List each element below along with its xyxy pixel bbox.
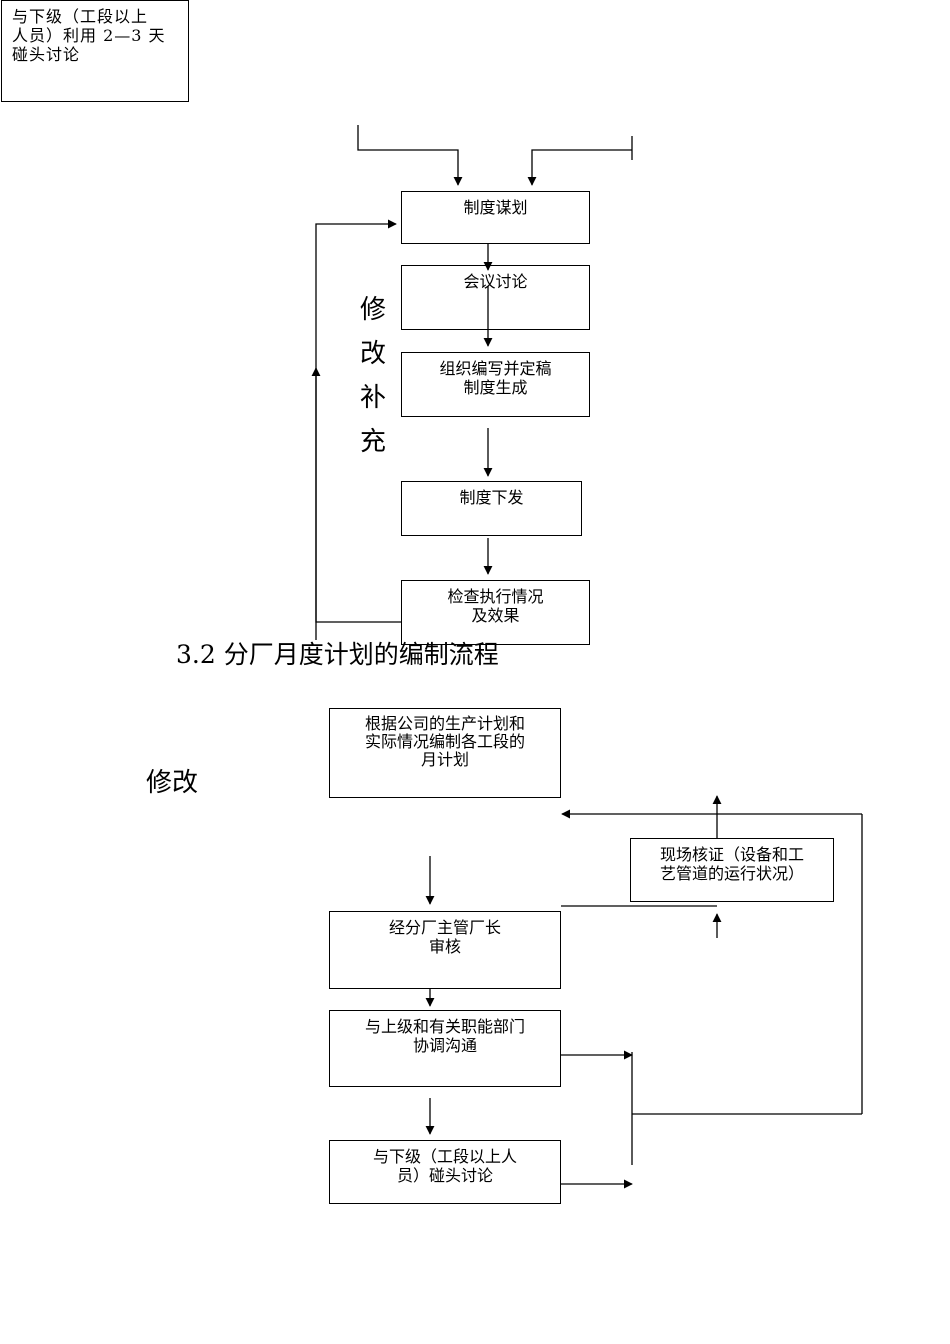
flow1-step-check-line-2: 及效果 — [471, 606, 520, 625]
loop-label-char-3: 补 — [359, 383, 386, 413]
flow2-step-plan-line-1: 根据公司的生产计划和 — [364, 714, 525, 733]
loop-label-char-2: 改 — [359, 339, 386, 369]
flow1-step-draft-line-2: 制度生成 — [463, 378, 528, 397]
flow2-step-review-line-1: 经分厂主管厂长 — [388, 918, 501, 937]
flow1-step-draft: 组织编写并定稿 制度生成 — [401, 352, 590, 417]
flow1-step-check-line-1: 检查执行情况 — [447, 587, 544, 606]
flow2-verify-line-1: 现场核证（设备和工 — [659, 845, 804, 864]
flow2-step-plan-line-2: 实际情况编制各工段的 — [364, 732, 525, 751]
feedback-loop-return-arrow — [315, 219, 397, 640]
flow2-step-plan-line-3: 月计划 — [420, 750, 469, 769]
loop-label-char-4: 充 — [359, 427, 386, 457]
flow1-step-meeting: 会议讨论 — [401, 265, 590, 330]
flow2-step-discuss-line-1: 与下级（工段以上人 — [372, 1147, 517, 1166]
flow2-step-coordinate: 与上级和有关职能部门 协调沟通 — [329, 1010, 561, 1087]
flow1-step-plan: 制度谋划 — [401, 191, 590, 244]
flow2-step-plan: 根据公司的生产计划和 实际情况编制各工段的 月计划 — [329, 708, 561, 798]
top-note-line-2: 人员）利用 2—3 天 — [12, 26, 166, 45]
top-note-line-3: 碰头讨论 — [12, 45, 81, 64]
section-heading: 3.2 分厂月度计划的编制流程 — [176, 640, 499, 669]
top-note-box: 与下级（工段以上 人员）利用 2—3 天 碰头讨论 — [1, 0, 189, 102]
flow1-step-plan-label: 制度谋划 — [463, 198, 528, 217]
flow2-step-discuss-line-2: 员）碰头讨论 — [396, 1166, 493, 1185]
flow1-step-issue: 制度下发 — [401, 481, 582, 536]
flow1-loop-label: 修 改 补 充 — [356, 288, 390, 464]
flow1-step-meeting-label: 会议讨论 — [463, 272, 528, 291]
loop-label-char-1: 修 — [359, 295, 386, 325]
flow1-step-draft-line-1: 组织编写并定稿 — [439, 359, 552, 378]
flow1-step-check: 检查执行情况 及效果 — [401, 580, 590, 645]
flow2-verify-box: 现场核证（设备和工 艺管道的运行状况） — [630, 838, 834, 902]
incoming-right-connector — [527, 149, 632, 186]
flow2-step-review: 经分厂主管厂长 审核 — [329, 911, 561, 989]
flow2-step-coordinate-line-1: 与上级和有关职能部门 — [364, 1017, 525, 1036]
flow2-step-coordinate-line-2: 协调沟通 — [412, 1036, 477, 1055]
flow2-step-discuss: 与下级（工段以上人 员）碰头讨论 — [329, 1140, 561, 1204]
incoming-left-connector — [357, 125, 463, 186]
flow2-step-review-line-2: 审核 — [428, 937, 461, 956]
top-note-line-1: 与下级（工段以上 — [12, 7, 149, 26]
flow1-step-issue-label: 制度下发 — [459, 488, 524, 507]
flow2-side-label: 修改 — [146, 768, 199, 798]
flow2-verify-line-2: 艺管道的运行状况） — [659, 864, 804, 883]
